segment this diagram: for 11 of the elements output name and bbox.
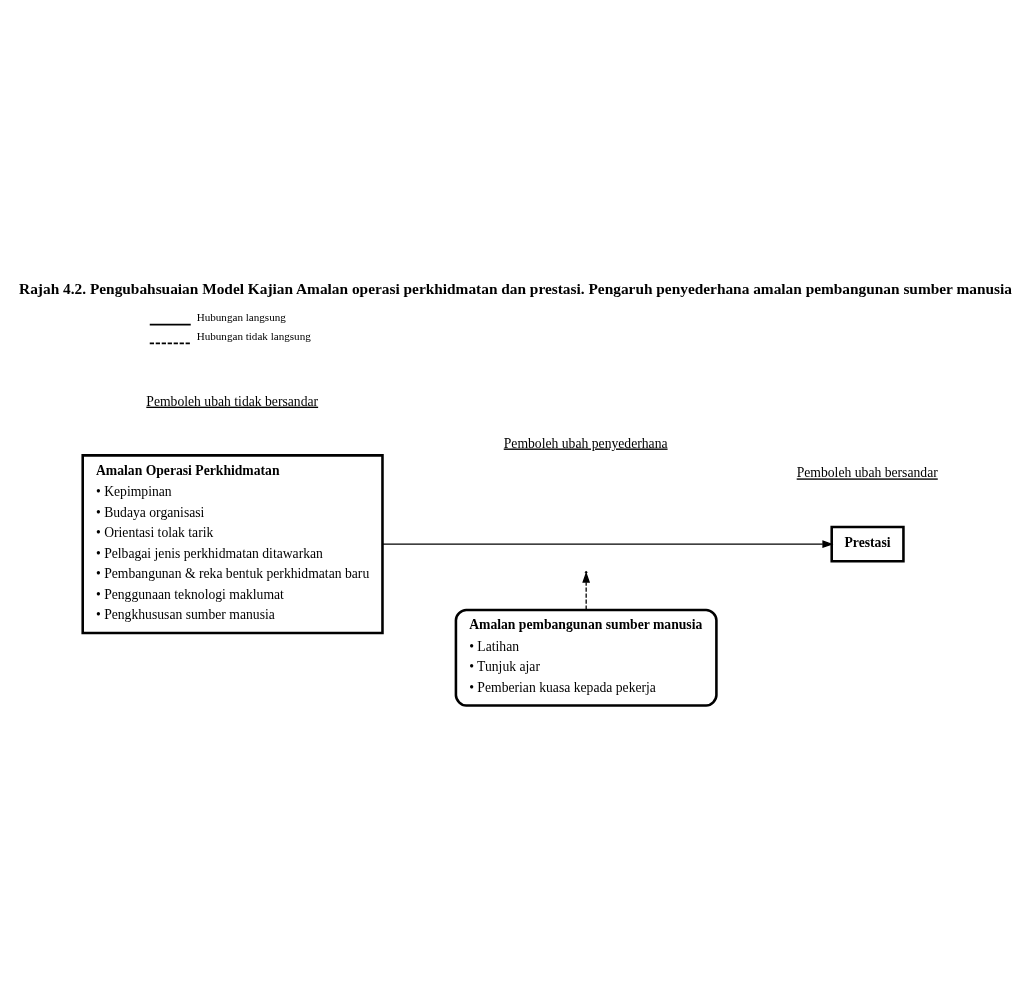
arrow — [382, 540, 834, 549]
label: Pemboleh ubah bersandar — [796, 465, 938, 481]
arrow — [582, 571, 591, 611]
label: Pemboleh ubah penyederhana — [503, 435, 668, 451]
node-box: Amalan Operasi Perkhidmatan • Kepimpinan • Budaya organisasi • Orientasi tolak tarik • Pelbagai jenis perkhidmatan ditawarkan • Pembangunan & reka bentuk perkhidmatan baru • Penggunaan teknologi maklumat • Pengkhususan sumber manusia — [81, 454, 384, 635]
label: Pemboleh ubah tidak bersandar — [146, 393, 319, 409]
legend-label: Hubungan langsung — [196, 310, 286, 323]
diagram-title: Rajah 4.2. Pengubahsuaian Model Kajian Amalan operasi perkhidmatan dan prestasi. Pengaruh penyederhana amalan pembangunan sumber manusia — [19, 280, 1012, 298]
node-box: Amalan pembangunan sumber manusia • Latihan • Tunjuk ajar • Pemberian kuasa kepada pekerja — [454, 608, 718, 707]
legend-label: Hubungan tidak langsung — [196, 329, 311, 342]
node-box: Prestasi — [830, 525, 905, 563]
